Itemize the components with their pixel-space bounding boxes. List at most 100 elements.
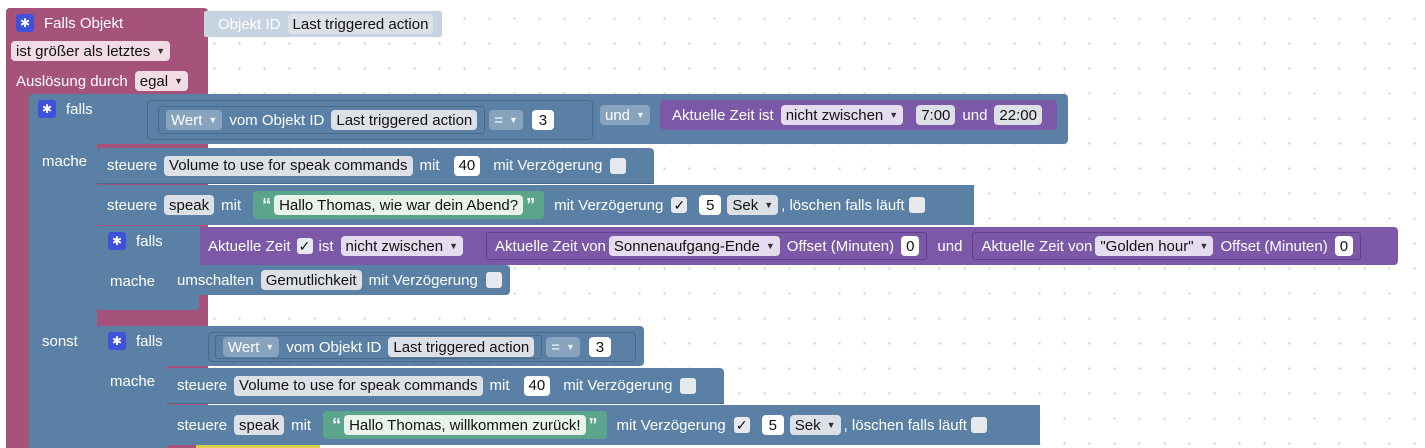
astro-block-from[interactable]: Aktuelle Zeit von Sonnenaufgang-Ende▼ Of… (486, 232, 928, 260)
gear-icon[interactable]: ✱ (108, 332, 126, 350)
control-target[interactable]: speak (164, 195, 215, 215)
and-block: und▼ (597, 104, 653, 126)
operator-dropdown[interactable]: =▼ (489, 110, 523, 130)
value-from-object-block[interactable]: Wert▼ vom Objekt ID Last triggered actio… (158, 106, 486, 134)
time-label: Aktuelle Zeit (208, 237, 291, 255)
delay-value[interactable]: 5 (761, 415, 784, 435)
gear-icon[interactable]: ✱ (108, 232, 126, 250)
wert-dropdown[interactable]: Wert▼ (166, 110, 223, 130)
control-value[interactable]: 40 (523, 375, 551, 396)
mit-label: mit (419, 157, 440, 174)
offset-value[interactable]: 0 (901, 236, 920, 256)
control-block-speak-2[interactable]: steuere speak mit “ Hallo Thomas, willko… (167, 405, 1040, 445)
control-block-speak[interactable]: steuere speak mit “ Hallo Thomas, wie wa… (97, 185, 974, 225)
text-value[interactable]: Hallo Thomas, willkommen zurück! (344, 415, 586, 435)
next-block-hint (196, 445, 320, 448)
from-dropdown[interactable]: Sonnenaufgang-Ende▼ (608, 236, 780, 256)
steuere-label: steuere (177, 416, 228, 434)
clear-checkbox[interactable] (970, 417, 987, 433)
delay-checkbox[interactable] (680, 377, 697, 394)
text-block[interactable]: “ Hallo Thomas, wie war dein Abend? ” (253, 191, 545, 219)
if1-falls-row: ✱ falls (38, 98, 97, 120)
toggle-block[interactable]: umschalten Gemutlichkeit mit Verzögerung (167, 265, 510, 295)
trigger-header: ✱ Falls Objekt (16, 12, 127, 34)
from-label: Aktuelle Zeit von (495, 237, 606, 255)
delay-checkbox[interactable]: ✓ (733, 417, 750, 433)
delay-checkbox[interactable] (610, 157, 627, 174)
clear-checkbox[interactable] (908, 197, 925, 213)
gear-icon[interactable]: ✱ (38, 100, 56, 118)
to-dropdown[interactable]: "Golden hour"▼ (1095, 236, 1214, 256)
text-block[interactable]: “ Hallo Thomas, willkommen zurück! ” (323, 411, 607, 439)
compare-block[interactable]: Wert▼ vom Objekt ID Last triggered actio… (147, 100, 593, 140)
delay-label: mit Verzögerung (563, 377, 673, 394)
control-target[interactable]: speak (234, 415, 285, 435)
dropdown-arrow-icon: ▼ (208, 115, 218, 125)
offset-value[interactable]: 0 (1334, 236, 1354, 256)
text-value[interactable]: Hallo Thomas, wie war dein Abend? (274, 195, 524, 215)
dropdown-arrow-icon: ▼ (636, 110, 645, 120)
object-name[interactable]: Last triggered action (388, 337, 535, 357)
time-to[interactable]: 22:00 (994, 105, 1042, 125)
steuere-label: steuere (107, 196, 158, 214)
else-if-falls-row: ✱ falls (108, 330, 167, 352)
object-id-label: Objekt ID (218, 15, 281, 33)
control-value[interactable]: 40 (453, 155, 481, 176)
mache-label: mache (42, 152, 88, 170)
object-name[interactable]: Last triggered action (331, 110, 478, 130)
if2-falls-label: falls (136, 232, 163, 250)
delay-value[interactable]: 5 (699, 195, 722, 215)
time-condition-dropdown[interactable]: nicht zwischen▼ (780, 105, 904, 125)
sonst-label: sonst (42, 332, 78, 350)
compare-block-2[interactable]: Wert▼ vom Objekt ID Last triggered actio… (208, 332, 636, 362)
else-if-falls-label: falls (136, 332, 163, 350)
object-id-input[interactable]: Objekt ID Last triggered action (204, 11, 442, 37)
open-quote-icon: “ (332, 414, 342, 435)
control-block-volume[interactable]: steuere Volume to use for speak commands… (97, 148, 654, 184)
time-condition-dropdown[interactable]: nicht zwischen▼ (340, 236, 464, 256)
control-target[interactable]: Volume to use for speak commands (234, 375, 483, 396)
time-between-block-2[interactable]: Aktuelle Zeit ✓ ist nicht zwischen▼ Aktu… (200, 227, 1398, 265)
toggle-label: umschalten (177, 271, 254, 289)
delay-label: mit Verzögerung (493, 157, 603, 174)
delay-label: mit Verzögerung (368, 271, 478, 289)
delay-checkbox[interactable] (485, 272, 502, 288)
dropdown-arrow-icon: ▼ (764, 200, 774, 210)
operator-dropdown[interactable]: =▼ (546, 337, 580, 357)
dropdown-arrow-icon: ▼ (156, 46, 166, 56)
value-from-object-block[interactable]: Wert▼ vom Objekt ID Last triggered actio… (215, 335, 543, 359)
wert-dropdown[interactable]: Wert▼ (223, 337, 280, 357)
else-if-mache-row: mache (106, 370, 159, 392)
control-block-volume-2[interactable]: steuere Volume to use for speak commands… (167, 368, 724, 404)
mache-label-row: mache (38, 150, 91, 172)
dropdown-arrow-icon: ▼ (765, 241, 775, 251)
if-block-outer[interactable] (29, 94, 97, 448)
control-target[interactable]: Volume to use for speak commands (164, 155, 413, 176)
ist-label: ist (318, 237, 334, 255)
time-checkbox[interactable]: ✓ (296, 238, 313, 254)
dropdown-arrow-icon: ▼ (826, 420, 836, 430)
trigger-type-row: Auslösung durch egal▼ (12, 70, 191, 92)
dropdown-arrow-icon: ▼ (1199, 241, 1209, 251)
unit-dropdown[interactable]: Sek▼ (727, 195, 779, 215)
astro-block-to[interactable]: Aktuelle Zeit von "Golden hour"▼ Offset … (972, 232, 1362, 260)
compare-number[interactable]: 3 (588, 337, 611, 357)
time-between-block[interactable]: Aktuelle Zeit ist nicht zwischen▼ 7:00 u… (660, 100, 1057, 130)
delay-checkbox[interactable]: ✓ (671, 197, 688, 213)
mit-label: mit (221, 196, 242, 214)
toggle-target[interactable]: Gemutlichkeit (260, 270, 362, 290)
clear-label: , löschen falls läuft (781, 196, 905, 214)
delay-label: mit Verzögerung (616, 416, 726, 434)
trigger-condition-dropdown[interactable]: ist größer als letztes▼ (11, 41, 171, 61)
time-from[interactable]: 7:00 (916, 105, 956, 125)
trigger-block-header-ext (6, 8, 202, 38)
unit-dropdown[interactable]: Sek▼ (789, 415, 841, 435)
object-id-value[interactable]: Last triggered action (287, 14, 434, 34)
clear-label: , löschen falls läuft (843, 416, 967, 434)
and-dropdown[interactable]: und▼ (600, 105, 650, 125)
trigger-type-dropdown[interactable]: egal▼ (134, 71, 189, 91)
if1-falls-label: falls (66, 100, 93, 118)
gear-icon[interactable]: ✱ (16, 14, 34, 32)
compare-number[interactable]: 3 (531, 110, 554, 130)
inner-if-footer (97, 294, 199, 310)
